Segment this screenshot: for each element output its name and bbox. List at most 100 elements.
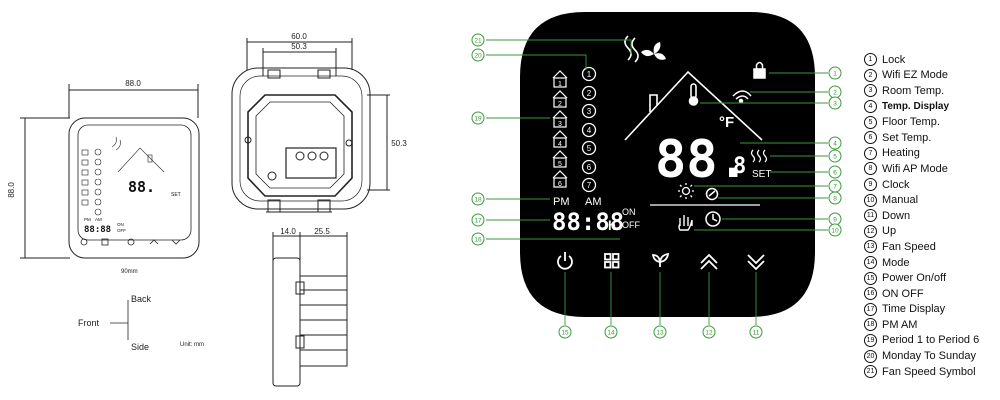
- legend-text: Down: [882, 209, 911, 222]
- legend-text: ON OFF: [882, 287, 924, 300]
- side-depth-b: 25.5: [314, 227, 330, 236]
- legend-num: 15: [864, 271, 877, 285]
- house-outline: [624, 70, 763, 141]
- period-3-num: 3: [558, 121, 562, 128]
- callout-r4: [828, 136, 842, 150]
- legend-text: Room Temp.: [882, 84, 945, 97]
- day-2-num: 2: [587, 89, 592, 98]
- callout-21-num: 21: [474, 38, 482, 45]
- mini-off: OFF: [117, 228, 126, 233]
- mini-mode-icon: [101, 238, 109, 246]
- front-width-dim: 88.0: [125, 79, 141, 88]
- callout-12-num: 12: [705, 330, 713, 337]
- legend-num: 2: [864, 68, 877, 82]
- legend-num: 12: [864, 224, 877, 238]
- back-height-dim: 50.3: [391, 139, 407, 148]
- pm-label: PM: [553, 196, 570, 208]
- unit-note: Unit: mm: [180, 342, 204, 348]
- legend-text: Lock: [882, 53, 906, 66]
- legend-num: 16: [864, 287, 877, 301]
- legend-text: Period 1 to Period 6: [882, 334, 980, 347]
- legend-num: 19: [864, 333, 877, 347]
- legend-num: 6: [864, 131, 877, 145]
- heating-sun-icon: [678, 183, 694, 199]
- callout-r10: [828, 223, 842, 237]
- callout-r2-num: 2: [833, 90, 837, 97]
- day-6-num: 6: [587, 163, 592, 172]
- legend-num: 7: [864, 146, 877, 160]
- mini-period-icons: [81, 148, 102, 216]
- legend-item: 11 Down: [864, 208, 996, 224]
- callout-13: [653, 325, 667, 339]
- callout-12: [702, 325, 716, 339]
- legend-num: 18: [864, 318, 877, 332]
- callout-r4-num: 4: [833, 141, 837, 148]
- period-4-num: 4: [558, 141, 562, 148]
- legend-text: Temp. Display: [882, 101, 950, 113]
- heating-icon: [750, 149, 768, 163]
- mini-power-icon: [80, 238, 88, 246]
- fan-speed-button[interactable]: [651, 252, 670, 267]
- period-5-num: 5: [558, 161, 562, 168]
- day-7-num: 7: [587, 181, 592, 190]
- callout-21: [471, 33, 485, 47]
- callout-15: [558, 325, 572, 339]
- legend-text: Set Temp.: [882, 131, 932, 144]
- period-1-num: 1: [558, 81, 562, 88]
- day-indicators: [581, 66, 597, 193]
- callout-r5: [828, 149, 842, 163]
- legend-item: 6 Set Temp.: [864, 130, 996, 146]
- off-label: OFF: [622, 220, 640, 230]
- side-front-panel: [272, 257, 301, 387]
- legend-text: Floor Temp.: [882, 116, 940, 129]
- lock-icon: [753, 61, 766, 79]
- mini-on: ON: [117, 222, 124, 227]
- callout-r8: [828, 191, 842, 205]
- period-5-icon: [552, 150, 568, 168]
- callout-20: [471, 48, 485, 62]
- time-display: 88:88: [552, 208, 624, 236]
- power-button[interactable]: [557, 252, 573, 270]
- legend-text: Monday To Sunday: [882, 350, 976, 363]
- legend-item: 19 Period 1 to Period 6: [864, 333, 996, 349]
- back-inner-width-dim: 50.3: [291, 42, 307, 51]
- legend-text: Fan Speed: [882, 240, 936, 253]
- callout-16: [471, 232, 485, 246]
- temp-decimal: 8: [733, 154, 746, 179]
- mini-buttons: [80, 238, 181, 246]
- legend-text: Manual: [882, 194, 919, 207]
- legend-num: 14: [864, 256, 877, 270]
- mini-up-icon: [149, 239, 159, 245]
- legend-num: 11: [864, 209, 877, 223]
- mode-button[interactable]: [604, 253, 620, 269]
- callout-r8-num: 8: [833, 196, 837, 203]
- back-outer-width-dim: 60.0: [291, 32, 307, 41]
- am-label: AM: [585, 196, 602, 208]
- callout-r3-num: 3: [833, 101, 837, 108]
- legend-text: PM AM: [882, 318, 918, 331]
- period-6-icon: [552, 170, 568, 188]
- callout-r1-num: 1: [833, 71, 837, 78]
- callout-13-num: 13: [656, 330, 664, 337]
- clock-icon: [705, 211, 721, 227]
- callout-markers: [471, 33, 842, 339]
- side-back-box: [299, 275, 348, 367]
- front-bottom-dim: 90mm: [121, 269, 138, 275]
- day-5-num: 5: [587, 144, 592, 153]
- legend-num: 9: [864, 178, 877, 192]
- legend-text: Clock: [882, 178, 910, 191]
- legend-text: Wifi AP Mode: [882, 162, 948, 175]
- down-button[interactable]: [747, 254, 765, 271]
- legend-num: 10: [864, 193, 877, 207]
- period-2-num: 2: [558, 101, 562, 108]
- legend-text: Heating: [882, 147, 920, 160]
- period-6-num: 6: [558, 181, 562, 188]
- up-button[interactable]: [700, 253, 718, 270]
